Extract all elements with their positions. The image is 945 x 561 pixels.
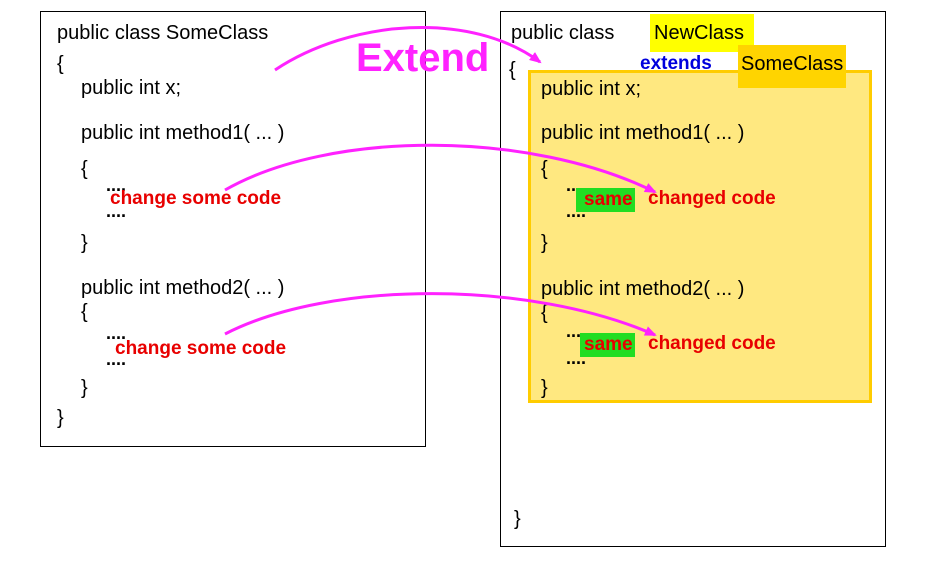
someclass-method2-dots-bottom: .... [106,349,127,369]
newclass-declaration-prefix: public class [511,22,615,44]
someclass-method2-open: { [81,301,88,323]
newclass-method2-dots-bottom: .... [566,348,587,368]
newclass-open-brace: { [509,59,516,81]
someclass-box [40,11,426,447]
parent-class-name: SomeClass [738,45,847,88]
someclass-method2-close: } [81,377,88,399]
changed-code-1: changed code [648,188,776,209]
newclass-method1-close: } [541,232,548,254]
someclass-open-brace: { [57,53,64,75]
someclass-method2-dots-top: .... [106,323,127,343]
someclass-method2-change: change some code [115,338,287,359]
same-code-highlight-1: same [576,188,635,212]
someclass-method1-change: change some code [110,188,282,209]
method1-arrow [224,143,657,194]
extends-keyword: extends [640,53,712,74]
someclass-method1-signature: public int method1( ... ) [81,122,285,144]
newclass-method2-signature: public int method2( ... ) [541,278,745,300]
extend-arrow [274,25,542,72]
same-code-highlight-2: same [580,333,635,357]
newclass-method2-close: } [541,377,548,399]
someclass-declaration: public class SomeClass [57,22,269,44]
someclass-close-brace: } [57,407,64,429]
newclass-field-x: public int x; [541,78,642,100]
extend-label: Extend [356,36,490,80]
changed-code-2: changed code [648,333,776,354]
newclass-method1-dots-bottom: .... [566,201,587,221]
newclass-name-highlight: NewClass [650,14,755,52]
someclass-method1-open: { [81,158,88,180]
newclass-method1-signature: public int method1( ... ) [541,122,745,144]
newclass-method2-open: { [541,302,548,324]
newclass-close-brace: } [514,508,521,530]
someclass-field-x: public int x; [81,77,182,99]
someclass-method2-signature: public int method2( ... ) [81,277,285,299]
method2-arrow [224,292,657,337]
newclass-method1-open: { [541,158,548,180]
someclass-method1-dots-top: .... [106,175,127,195]
someclass-method1-close: } [81,232,88,254]
someclass-method1-dots-bottom: .... [106,201,127,221]
